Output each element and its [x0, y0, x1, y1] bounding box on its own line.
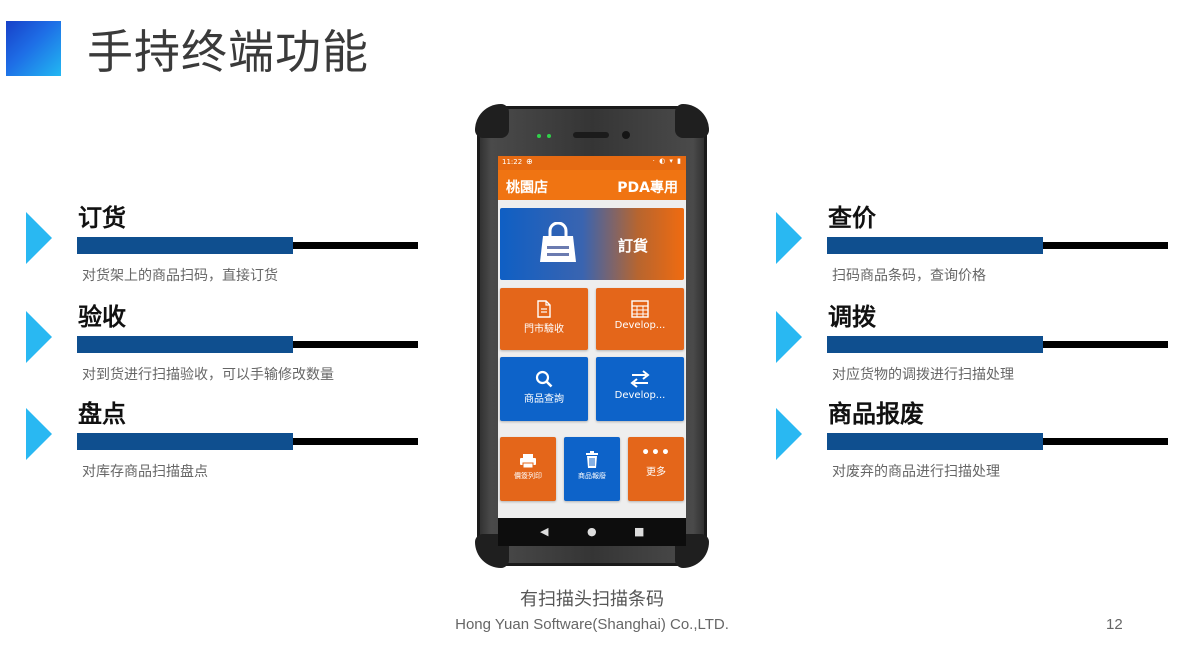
feature-bar	[827, 433, 1043, 450]
phone-bumper	[675, 104, 709, 138]
phone-screen: 11:22 ⊕ ⋅ ◐ ▾ ▮ 桃園店 PDA專用 訂貨	[498, 156, 686, 546]
feature-transfer: 调拨 对应货物的调拨进行扫描处理	[776, 303, 1168, 401]
arrow-icon	[26, 212, 52, 264]
status-led	[537, 134, 541, 138]
feature-bar-line	[293, 438, 418, 445]
tile-label: 商品報廢	[578, 472, 606, 480]
feature-title: 商品报废	[828, 400, 924, 428]
title-accent-square	[6, 21, 61, 76]
tile-label: 價簽列印	[514, 472, 542, 480]
order-tile[interactable]: 訂貨	[500, 208, 684, 280]
status-led	[547, 134, 551, 138]
tile-product-lookup[interactable]: 商品查詢	[500, 357, 588, 421]
feature-desc: 对应货物的调拨进行扫描处理	[832, 367, 1014, 383]
handheld-terminal: 11:22 ⊕ ⋅ ◐ ▾ ▮ 桃園店 PDA專用 訂貨	[475, 104, 709, 568]
calculator-icon	[631, 300, 649, 318]
printer-icon	[520, 454, 536, 469]
tile-label: 更多	[646, 467, 666, 478]
feature-desc: 对废弃的商品进行扫描处理	[832, 464, 1000, 480]
store-name: 桃園店	[506, 180, 548, 196]
transfer-icon	[630, 370, 650, 388]
feature-scrap: 商品报废 对废弃的商品进行扫描处理	[776, 400, 1168, 498]
status-bar: 11:22 ⊕ ⋅ ◐ ▾ ▮	[498, 156, 686, 170]
document-icon	[537, 300, 551, 318]
feature-desc: 对库存商品扫描盘点	[82, 464, 208, 480]
feature-title: 查价	[828, 204, 876, 232]
page-number: 12	[1106, 616, 1123, 633]
feature-bar	[77, 433, 293, 450]
feature-bar	[77, 237, 293, 254]
feature-bar-line	[293, 242, 418, 249]
phone-caption: 有扫描头扫描条码	[520, 589, 664, 610]
tile-label: 門市驗收	[524, 324, 564, 335]
trash-icon	[586, 451, 598, 468]
back-icon[interactable]: ◀	[540, 525, 549, 538]
status-time: 11:22	[502, 158, 523, 166]
feature-bar-line	[1043, 341, 1168, 348]
feature-bar-line	[1043, 242, 1168, 249]
arrow-icon	[26, 311, 52, 363]
tile-develop-1[interactable]: Develop...	[596, 288, 684, 350]
tile-label: 商品查詢	[524, 394, 564, 405]
feature-bar-line	[293, 341, 418, 348]
feature-bar	[827, 237, 1043, 254]
phone-bumper	[475, 104, 509, 138]
app-bar: 桃園店 PDA專用	[498, 170, 686, 200]
arrow-icon	[776, 408, 802, 460]
recents-icon[interactable]: ■	[634, 525, 645, 538]
tile-product-scrap[interactable]: 商品報廢	[564, 437, 620, 501]
tile-label: Develop...	[614, 320, 666, 331]
feature-desc: 对到货进行扫描验收，可以手输修改数量	[82, 367, 334, 383]
tile-store-receiving[interactable]: 門市驗收	[500, 288, 588, 350]
arrow-icon	[776, 311, 802, 363]
android-nav-bar: ◀ ● ■	[498, 518, 686, 546]
feature-order: 订货 对货架上的商品扫码，直接订货	[26, 204, 418, 302]
front-camera	[622, 131, 630, 139]
tile-more[interactable]: ••• 更多	[628, 437, 684, 501]
speaker-grille	[573, 132, 609, 138]
shopping-bag-icon	[540, 222, 576, 262]
arrow-icon	[26, 408, 52, 460]
mode-label: PDA專用	[617, 180, 678, 196]
company-footer: Hong Yuan Software(Shanghai) Co.,LTD.	[455, 616, 729, 633]
feature-title: 验收	[78, 303, 126, 331]
feature-bar	[77, 336, 293, 353]
system-icons: ⋅ ◐ ▾ ▮	[652, 157, 682, 165]
feature-title: 调拨	[828, 303, 876, 331]
search-icon	[535, 370, 553, 388]
home-icon[interactable]: ●	[587, 525, 597, 538]
tile-label: Develop...	[614, 390, 666, 401]
more-icon: •••	[641, 445, 671, 461]
app-body: 訂貨 門市驗收	[498, 200, 686, 518]
arrow-icon	[776, 212, 802, 264]
order-tile-label: 訂貨	[618, 237, 649, 255]
page-title: 手持终端功能	[87, 25, 369, 79]
feature-receive: 验收 对到货进行扫描验收，可以手输修改数量	[26, 303, 418, 401]
tile-develop-2[interactable]: Develop...	[596, 357, 684, 421]
feature-price-check: 查价 扫码商品条码，查询价格	[776, 204, 1168, 302]
feature-title: 盘点	[78, 400, 126, 428]
feature-bar	[827, 336, 1043, 353]
feature-bar-line	[1043, 438, 1168, 445]
feature-title: 订货	[78, 204, 126, 232]
feature-desc: 扫码商品条码，查询价格	[832, 268, 986, 284]
globe-icon: ⊕	[526, 157, 533, 166]
feature-desc: 对货架上的商品扫码，直接订货	[82, 268, 278, 284]
feature-stocktake: 盘点 对库存商品扫描盘点	[26, 400, 418, 498]
tile-price-label-print[interactable]: 價簽列印	[500, 437, 556, 501]
